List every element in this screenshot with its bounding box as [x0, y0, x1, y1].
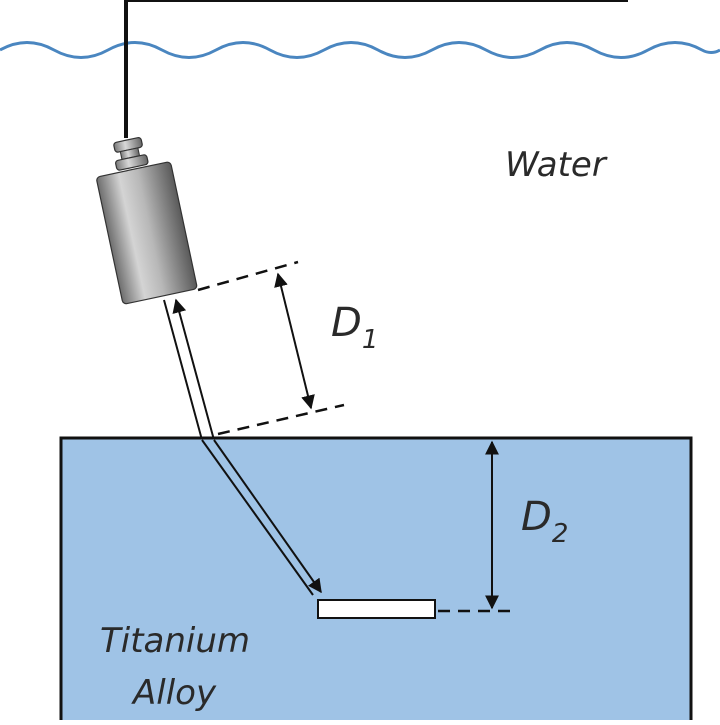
material-label-line1: Titanium — [100, 621, 250, 661]
d1-subscript: 1 — [362, 325, 379, 355]
d2-subscript: 2 — [552, 519, 569, 549]
water-label: Water — [505, 145, 608, 185]
d2-label: D2 — [521, 494, 568, 549]
titanium-alloy-block — [59, 436, 693, 725]
flaw-reflector — [317, 599, 436, 619]
beam-line-in-material-inner — [213, 439, 322, 594]
d1-label: D1 — [331, 300, 378, 355]
transducer-cable — [124, 0, 628, 138]
beam-line-in-material-outer — [201, 439, 314, 596]
transducer-body — [96, 161, 198, 305]
transducer-collar — [115, 154, 149, 171]
d1-dimension-arrow — [274, 272, 315, 410]
d1-lower-dashed-line — [217, 403, 345, 436]
ultrasonic-transducer — [96, 137, 198, 305]
water-surface-wave — [0, 41, 720, 59]
material-label-line2: Alloy — [131, 673, 217, 713]
d1-upper-dashed-line — [197, 260, 299, 292]
